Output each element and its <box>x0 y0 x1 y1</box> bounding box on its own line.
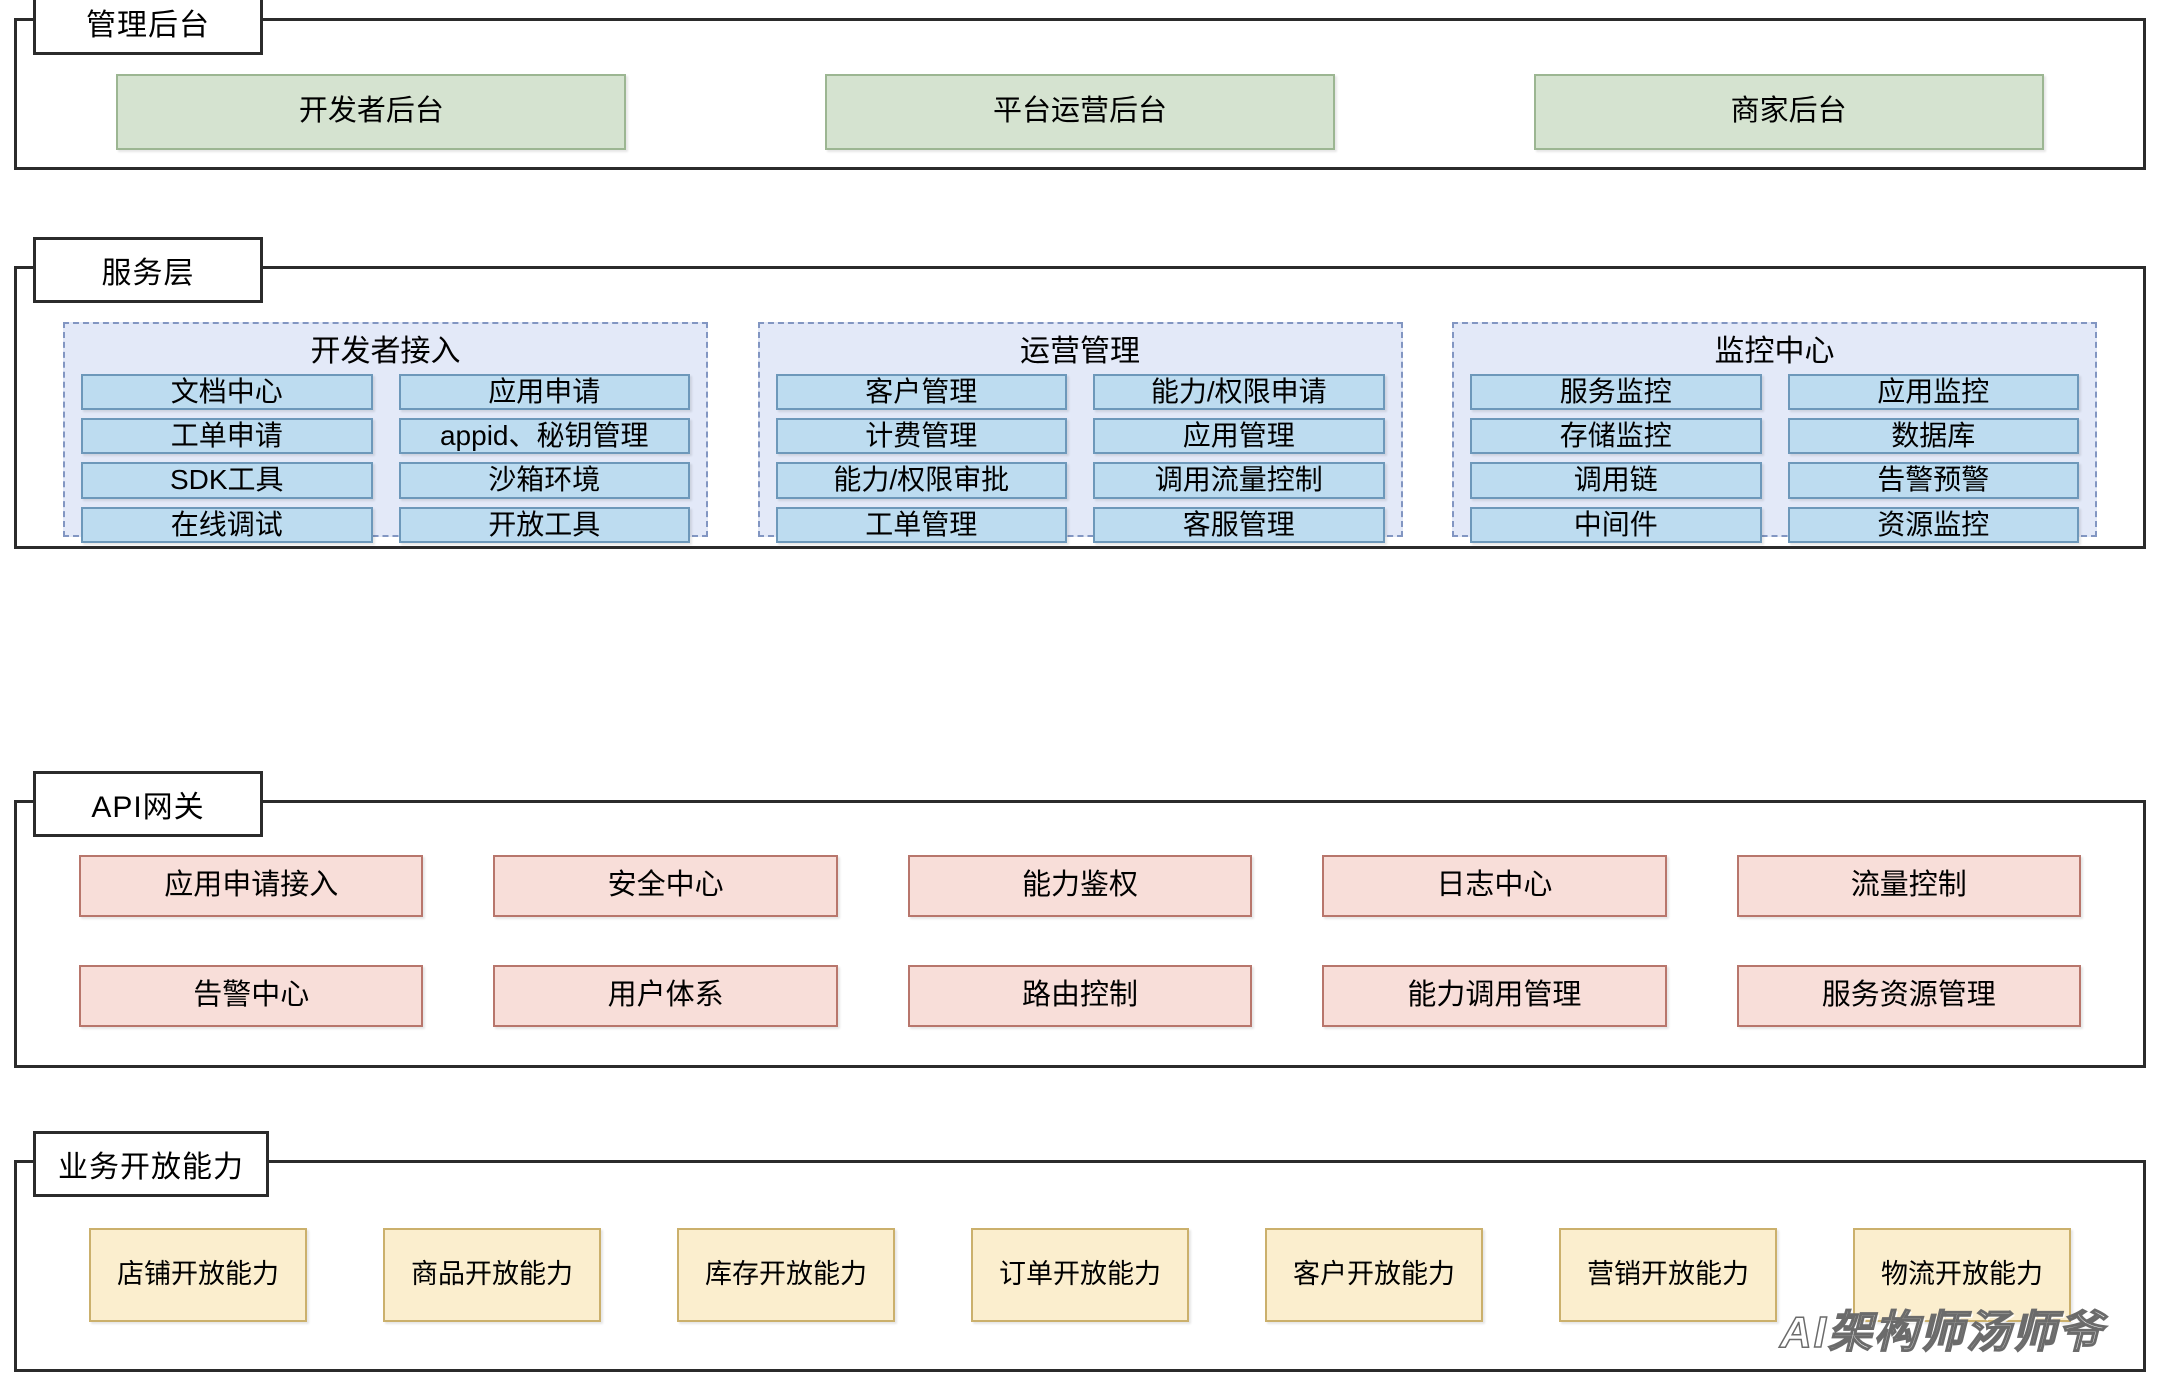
layer-business-body: 店铺开放能力 商品开放能力 库存开放能力 订单开放能力 客户开放能力 营销开放能… <box>17 1207 2143 1369</box>
node-doc-center[interactable]: 文档中心 <box>81 374 373 411</box>
group-operation-management: 运营管理 客户管理 能力/权限申请 计费管理 应用管理 能力/权限审批 调用流量… <box>757 322 1403 543</box>
node-traffic-control[interactable]: 流量控制 <box>1736 855 2081 917</box>
node-developer-backstage[interactable]: 开发者后台 <box>116 74 627 150</box>
node-customer-open-capability[interactable]: 客户开放能力 <box>1265 1228 1483 1322</box>
group-developer-access: 开发者接入 文档中心 应用申请 工单申请 appid、秘钥管理 SDK工具 沙箱… <box>63 322 708 543</box>
node-app-application[interactable]: 应用申请 <box>398 374 690 411</box>
node-order-open-capability[interactable]: 订单开放能力 <box>971 1228 1189 1322</box>
node-ticket-management[interactable]: 工单管理 <box>775 506 1067 543</box>
node-logistics-open-capability[interactable]: 物流开放能力 <box>1853 1228 2071 1322</box>
layer-business-open-capability: 业务开放能力 店铺开放能力 商品开放能力 库存开放能力 订单开放能力 客户开放能… <box>14 1131 2146 1372</box>
group-title-monitoring-center: 监控中心 <box>1714 335 1835 368</box>
node-inventory-open-capability[interactable]: 库存开放能力 <box>677 1228 895 1322</box>
layer-admin-backstage: 管理后台 开发者后台 平台运营后台 商家后台 <box>14 0 2146 170</box>
node-product-open-capability[interactable]: 商品开放能力 <box>383 1228 601 1322</box>
group-grid-monitoring-center: 服务监控 应用监控 存储监控 数据库 调用链 告警预警 中间件 资源监控 <box>1470 374 2079 543</box>
node-ticket-application[interactable]: 工单申请 <box>81 418 373 455</box>
node-capability-call-management[interactable]: 能力调用管理 <box>1322 965 1667 1027</box>
node-customer-management[interactable]: 客户管理 <box>775 374 1067 411</box>
layer-title-service: 服务层 <box>33 237 263 303</box>
node-alarm-center[interactable]: 告警中心 <box>79 965 424 1027</box>
node-capability-permission-application[interactable]: 能力/权限申请 <box>1093 374 1385 411</box>
group-grid-operation-management: 客户管理 能力/权限申请 计费管理 应用管理 能力/权限审批 调用流量控制 工单… <box>775 374 1385 543</box>
layer-title-business-open-capability: 业务开放能力 <box>33 1131 269 1197</box>
node-billing-management[interactable]: 计费管理 <box>775 418 1067 455</box>
node-user-system[interactable]: 用户体系 <box>493 965 838 1027</box>
node-service-monitoring[interactable]: 服务监控 <box>1470 374 1762 411</box>
node-application-management[interactable]: 应用管理 <box>1093 418 1385 455</box>
node-storage-monitoring[interactable]: 存储监控 <box>1470 418 1762 455</box>
node-security-center[interactable]: 安全中心 <box>493 855 838 917</box>
node-service-resource-management[interactable]: 服务资源管理 <box>1736 965 2081 1027</box>
node-application-monitoring[interactable]: 应用监控 <box>1787 374 2079 411</box>
node-call-chain[interactable]: 调用链 <box>1470 462 1762 499</box>
node-sdk-tools[interactable]: SDK工具 <box>81 462 373 499</box>
group-grid-developer-access: 文档中心 应用申请 工单申请 appid、秘钥管理 SDK工具 沙箱环境 在线调… <box>81 374 690 543</box>
node-marketing-open-capability[interactable]: 营销开放能力 <box>1559 1228 1777 1322</box>
node-resource-monitoring[interactable]: 资源监控 <box>1787 506 2079 543</box>
group-title-developer-access: 开发者接入 <box>310 335 461 368</box>
node-open-tools[interactable]: 开放工具 <box>398 506 690 543</box>
node-sandbox-environment[interactable]: 沙箱环境 <box>398 462 690 499</box>
node-log-center[interactable]: 日志中心 <box>1322 855 1667 917</box>
node-alarm-warning[interactable]: 告警预警 <box>1787 462 2079 499</box>
node-app-application-access[interactable]: 应用申请接入 <box>79 855 424 917</box>
node-database[interactable]: 数据库 <box>1787 418 2079 455</box>
layer-admin-body: 开发者后台 平台运营后台 商家后台 <box>17 57 2143 167</box>
node-shop-open-capability[interactable]: 店铺开放能力 <box>89 1228 307 1322</box>
node-customer-service-management[interactable]: 客服管理 <box>1093 506 1385 543</box>
group-title-operation-management: 运营管理 <box>1020 335 1140 368</box>
node-online-debug[interactable]: 在线调试 <box>81 506 373 543</box>
layer-service: 服务层 开发者接入 文档中心 应用申请 工单申请 appid、秘钥管理 SDK工… <box>14 237 2146 549</box>
layer-api-gateway: API网关 应用申请接入 安全中心 能力鉴权 日志中心 流量控制 告警中心 用户… <box>14 771 2146 1068</box>
node-platform-operation-backstage[interactable]: 平台运营后台 <box>824 74 1335 150</box>
node-middleware[interactable]: 中间件 <box>1470 506 1762 543</box>
node-appid-key-management[interactable]: appid、秘钥管理 <box>398 418 690 455</box>
node-capability-authentication[interactable]: 能力鉴权 <box>907 855 1253 917</box>
node-capability-permission-approval[interactable]: 能力/权限审批 <box>775 462 1067 499</box>
group-monitoring-center: 监控中心 服务监控 应用监控 存储监控 数据库 调用链 告警预警 中间件 资源监… <box>1452 322 2097 543</box>
layer-gateway-body: 应用申请接入 安全中心 能力鉴权 日志中心 流量控制 告警中心 用户体系 路由控… <box>17 847 2143 1065</box>
layer-service-body: 开发者接入 文档中心 应用申请 工单申请 appid、秘钥管理 SDK工具 沙箱… <box>17 313 2143 546</box>
layer-title-api-gateway: API网关 <box>33 771 263 837</box>
layer-title-admin: 管理后台 <box>33 0 263 55</box>
node-merchant-backstage[interactable]: 商家后台 <box>1533 74 2044 150</box>
node-call-traffic-control[interactable]: 调用流量控制 <box>1093 462 1385 499</box>
node-route-control[interactable]: 路由控制 <box>907 965 1253 1027</box>
